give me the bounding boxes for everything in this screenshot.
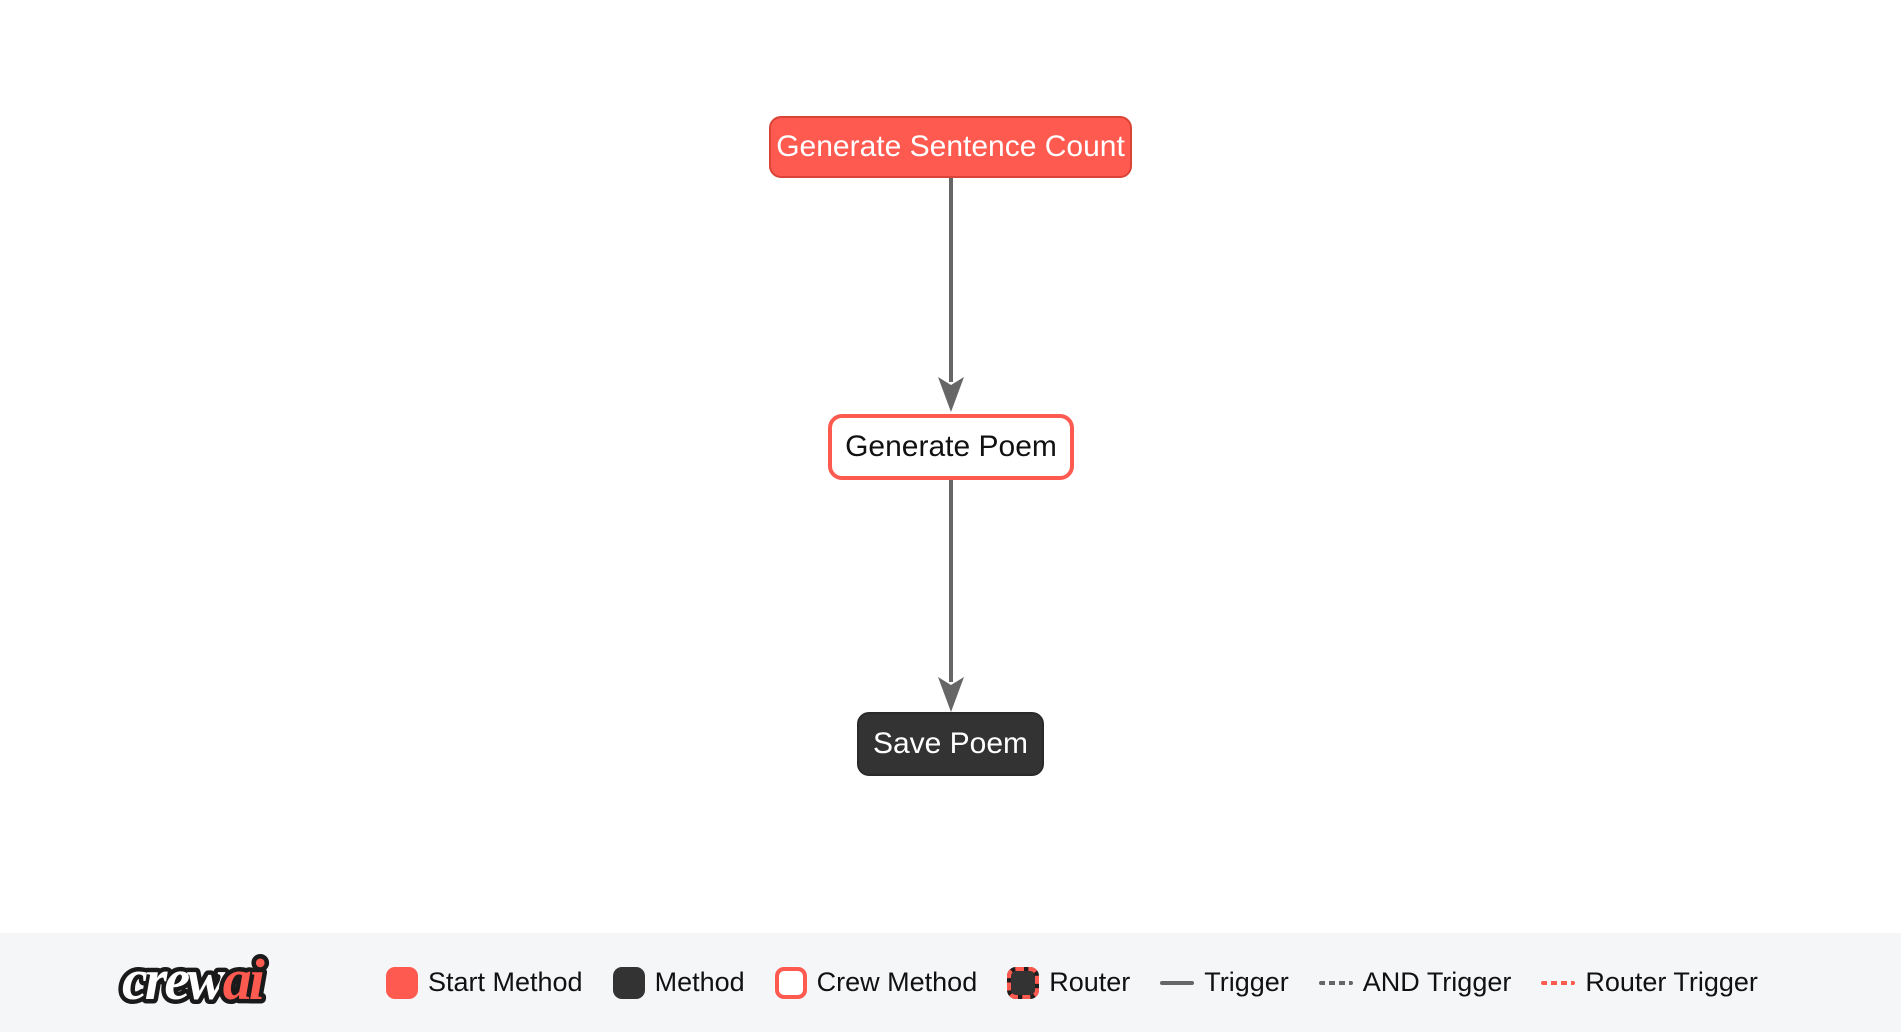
and-trigger-line-icon xyxy=(1318,980,1353,985)
legend-item-method: Method xyxy=(612,966,745,999)
crew-method-swatch-icon xyxy=(774,966,807,999)
legend-label-crew-method: Crew Method xyxy=(816,967,978,997)
svg-text:crewai: crewai xyxy=(122,947,265,1012)
trigger-line-icon xyxy=(1160,980,1195,985)
legend-label-method: Method xyxy=(654,967,745,997)
legend-bar: crewai Start Method Method Crew Method R… xyxy=(0,933,1901,1032)
router-swatch-icon xyxy=(1007,966,1040,999)
edge-generate-sentence-count-to-generate-poem xyxy=(938,178,964,412)
start-method-swatch-icon xyxy=(386,966,418,999)
legend-label-start-method: Start Method xyxy=(428,967,583,997)
legend-label-router-trigger: Router Trigger xyxy=(1585,967,1758,997)
legend-item-crew-method: Crew Method xyxy=(774,966,978,999)
node-generate-poem[interactable]: Generate Poem xyxy=(828,414,1074,480)
legend-label-and-trigger: AND Trigger xyxy=(1362,967,1512,997)
legend-label-router: Router xyxy=(1049,967,1131,997)
flow-canvas[interactable]: Generate Sentence Count Generate Poem Sa… xyxy=(0,0,1901,933)
router-trigger-line-icon xyxy=(1541,980,1576,985)
legend-item-router: Router xyxy=(1007,966,1131,999)
logo-text-ai: ai xyxy=(223,947,265,1012)
logo-text-crew: crew xyxy=(122,947,226,1012)
edge-generate-poem-to-save-poem xyxy=(938,480,964,712)
legend-item-start-method: Start Method xyxy=(386,966,583,999)
legend-item-trigger: Trigger xyxy=(1160,967,1289,998)
legend-item-router-trigger: Router Trigger xyxy=(1541,967,1758,998)
method-swatch-icon xyxy=(612,966,645,999)
node-save-poem[interactable]: Save Poem xyxy=(857,712,1044,776)
legend-item-and-trigger: AND Trigger xyxy=(1318,967,1512,998)
legend-label-trigger: Trigger xyxy=(1204,967,1289,997)
crewai-logo-icon: crewai xyxy=(118,943,273,1017)
node-generate-sentence-count[interactable]: Generate Sentence Count xyxy=(769,116,1132,178)
crewai-logo: crewai xyxy=(118,939,350,1026)
